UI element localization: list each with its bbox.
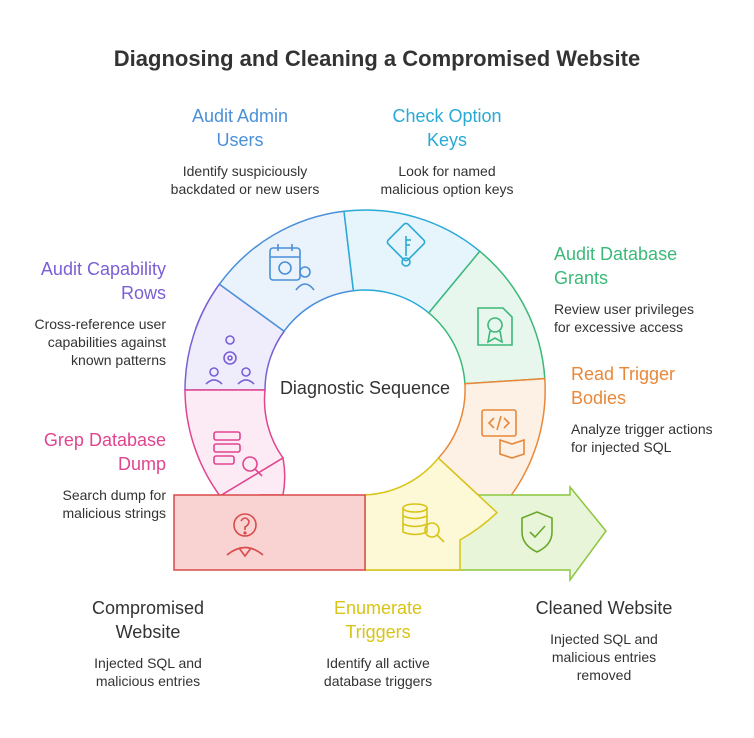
shield-check-icon: [521, 511, 553, 553]
calendar-user-icon: [269, 244, 315, 291]
desc-audit-capability-rows: Cross-reference user capabilities agains…: [34, 316, 167, 368]
heading-enumerate-triggers: Enumerate Triggers: [333, 598, 423, 642]
database-magnify-icon: [402, 503, 445, 543]
box-compromised: [173, 494, 366, 571]
desc-grep-database-dump: Search dump for malicious strings: [62, 487, 167, 521]
desc-cleaned-website: Injected SQL and malicious entries remov…: [550, 631, 658, 683]
desc-check-option-keys: Look for named malicious option keys: [380, 163, 514, 197]
heading-audit-admin-users: Audit Admin Users: [191, 106, 289, 150]
center-label: Diagnostic Sequence: [279, 378, 451, 398]
desc-compromised-website: Injected SQL and malicious entries: [94, 655, 202, 689]
desc-audit-database-grants: Review user privileges for excessive acc…: [554, 301, 695, 335]
heading-grep-database-dump: Grep Database Dump: [43, 430, 166, 474]
segment-enumerate: [364, 457, 499, 571]
code-book-icon: [481, 409, 525, 459]
heading-audit-database-grants: Audit Database Grants: [554, 244, 678, 288]
certificate-icon: [477, 307, 513, 346]
database-search-icon: [213, 431, 263, 477]
heading-compromised-website: Compromised Website: [91, 598, 205, 642]
diagram-title: Diagnosing and Cleaning a Compromised We…: [113, 46, 641, 71]
desc-audit-admin-users: Identify suspiciously backdated or new u…: [170, 163, 320, 197]
desc-enumerate-triggers: Identify all active database triggers: [323, 655, 433, 689]
question-person-icon: [226, 513, 264, 558]
heading-cleaned-website: Cleaned Website: [535, 598, 673, 618]
desc-read-trigger-bodies: Analyze trigger actions for injected SQL: [571, 421, 713, 455]
heading-read-trigger-bodies: Read Trigger Bodies: [571, 364, 676, 408]
heading-audit-capability-rows: Audit Capability Rows: [40, 259, 166, 303]
key-icon: [386, 222, 426, 267]
heading-check-option-keys: Check Option Keys: [392, 106, 502, 150]
team-gear-icon: [205, 335, 255, 385]
